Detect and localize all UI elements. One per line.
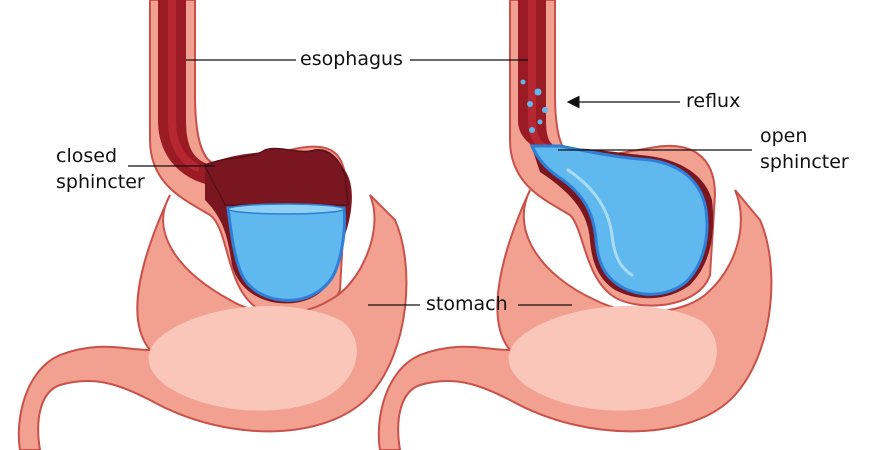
label-stomach: stomach	[426, 293, 508, 315]
reflux-bubble	[527, 101, 533, 107]
label-closed-sphincter-line1: closed	[56, 145, 117, 167]
closed-sphincter-band	[204, 147, 349, 206]
reflux-bubble	[529, 127, 535, 133]
reflux-bubble	[534, 88, 542, 96]
label-open-sphincter-line1: open	[760, 125, 808, 147]
label-closed-sphincter-line2: sphincter	[56, 171, 145, 193]
stomach-closed-fluid	[226, 206, 346, 302]
label-open-sphincter-line2: sphincter	[760, 151, 849, 173]
stomach-closed-highlight	[148, 306, 357, 411]
stomach-open-fluid	[529, 144, 709, 296]
reflux-bubble	[537, 119, 543, 125]
pointer-lines	[128, 59, 752, 306]
reflux-bubble	[520, 79, 526, 85]
stomach-closed	[17, 0, 408, 450]
stomach-open-fluid-shine	[566, 168, 634, 277]
esophagus-open-lumen	[528, 0, 550, 152]
stomach-open-highlight	[508, 306, 717, 411]
stomach-open	[377, 0, 773, 450]
stomach-closed-fluid-surface	[227, 203, 345, 215]
label-esophagus: esophagus	[300, 48, 403, 70]
label-reflux: reflux	[686, 90, 741, 112]
reflux-bubble	[542, 107, 548, 113]
esophagus-closed-lumen	[168, 0, 200, 172]
